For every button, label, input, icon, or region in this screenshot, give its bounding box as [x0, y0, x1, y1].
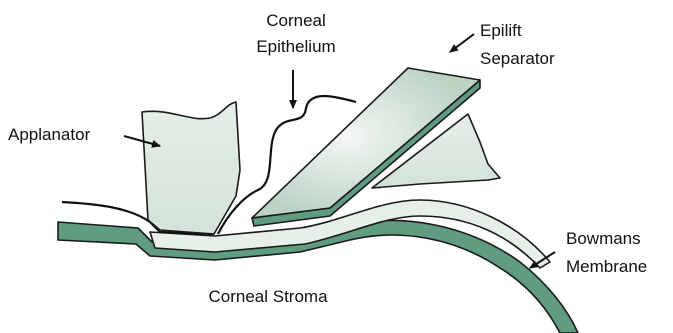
- label-corneal-epithelium-2: Epithelium: [256, 37, 335, 56]
- applanator-shape: [142, 102, 240, 234]
- label-bowmans-1: Bowmans: [566, 229, 641, 248]
- label-epilift-1: Epilift: [480, 21, 522, 40]
- label-epilift-2: Separator: [480, 49, 555, 68]
- label-applanator: Applanator: [8, 125, 91, 144]
- arrow-epilift: [450, 34, 474, 52]
- label-bowmans-2: Membrane: [566, 257, 647, 276]
- label-corneal-epithelium-1: Corneal: [266, 11, 326, 30]
- label-corneal-stroma: Corneal Stroma: [208, 287, 328, 306]
